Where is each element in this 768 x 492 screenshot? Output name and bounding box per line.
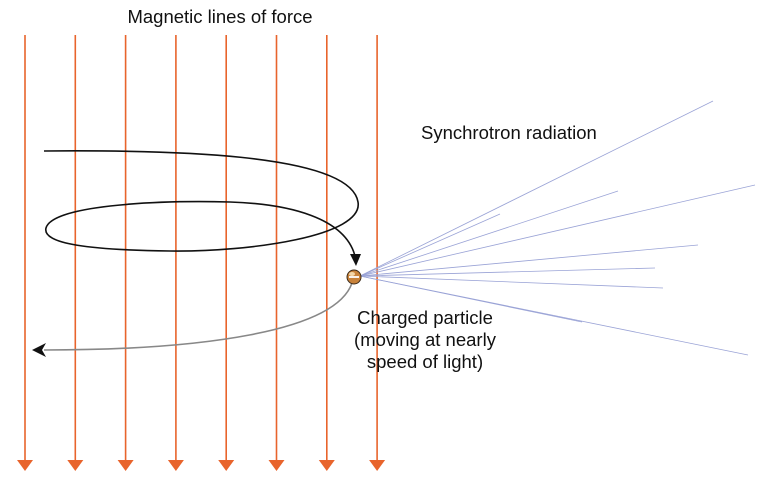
radiation-ray — [359, 275, 583, 323]
outgoing-arrowhead-icon — [32, 343, 46, 357]
field-line-arrow-icon — [117, 460, 134, 471]
synchrotron-radiation-label: Synchrotron radiation — [421, 122, 597, 143]
radiation-rays — [359, 100, 756, 356]
particle-label-line-2: (moving at nearly — [354, 329, 496, 350]
field-line-arrow-icon — [369, 460, 386, 471]
particle-label-line-3: speed of light) — [366, 351, 484, 372]
field-line-arrow-icon — [318, 460, 335, 471]
radiation-ray — [359, 184, 756, 277]
incoming-trajectory — [43, 150, 359, 257]
radiation-ray — [359, 275, 664, 289]
particle-label-line-1: Charged particle — [357, 307, 493, 328]
incoming-arrowhead-icon — [350, 254, 361, 266]
magnetic-field-lines — [17, 35, 386, 471]
radiation-ray — [359, 213, 501, 277]
charged-particle-icon — [346, 269, 362, 285]
field-line-arrow-icon — [268, 460, 285, 471]
radiation-ray — [359, 190, 619, 277]
outgoing-trajectory — [43, 282, 353, 351]
field-line-arrow-icon — [167, 460, 184, 471]
field-line-arrow-icon — [17, 460, 33, 471]
radiation-ray — [359, 100, 714, 277]
radiation-ray — [359, 244, 699, 277]
field-lines-label: Magnetic lines of force — [127, 6, 313, 27]
radiation-ray — [359, 267, 656, 277]
field-line-arrow-icon — [218, 460, 235, 471]
charged-particle-label: Charged particle (moving at nearly speed… — [300, 307, 550, 373]
field-line-arrow-icon — [67, 460, 84, 471]
